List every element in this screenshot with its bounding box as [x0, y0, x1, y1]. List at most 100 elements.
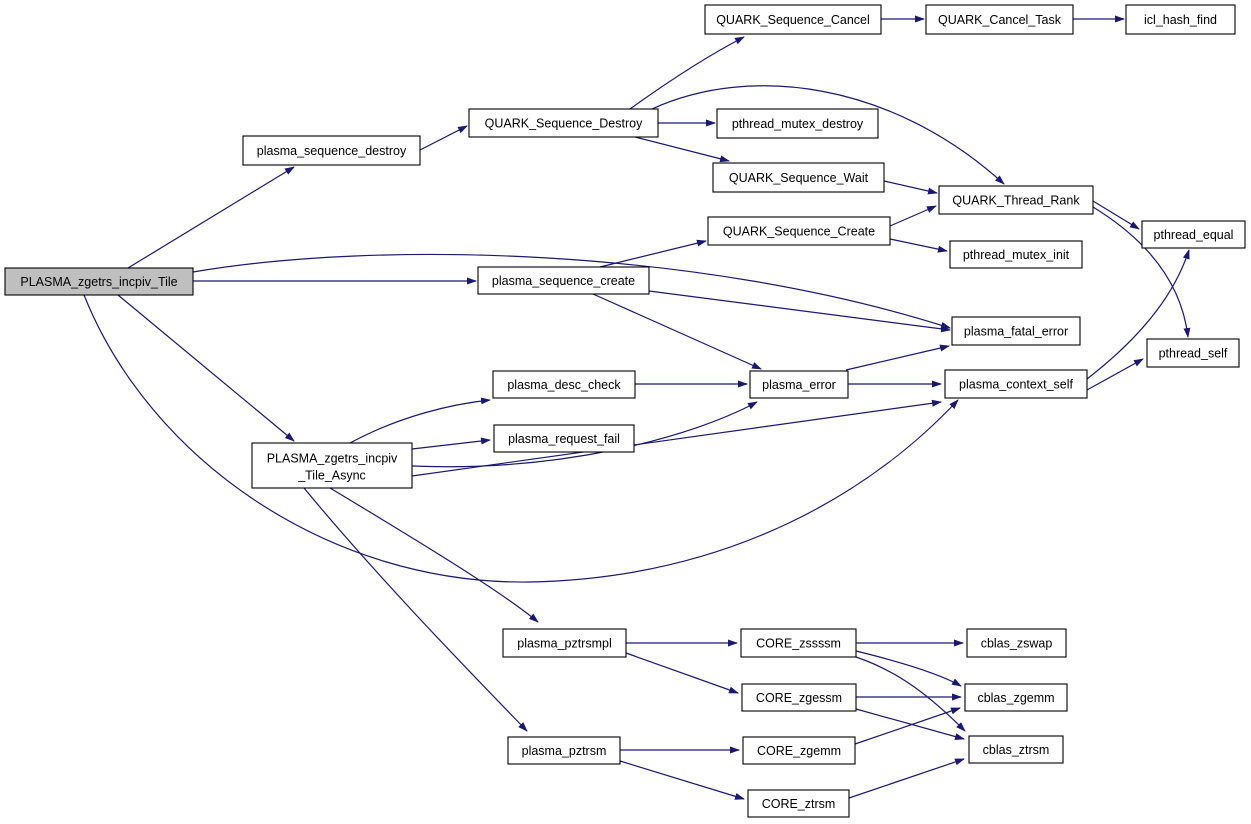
- node-label-cbztrsm: cblas_ztrsm: [983, 743, 1050, 757]
- node-czt[interactable]: CORE_ztrsm: [747, 789, 850, 818]
- node-label-cbzgemm: cblas_zgemm: [977, 691, 1054, 705]
- node-ihf[interactable]: icl_hash_find: [1125, 4, 1236, 35]
- node-psd[interactable]: plasma_sequence_destroy: [242, 135, 421, 166]
- node-label-qscr: QUARK_Sequence_Create: [723, 225, 875, 239]
- node-box-pmd[interactable]: [716, 108, 879, 139]
- edge-pcs-to-pse: [1086, 358, 1144, 391]
- node-box-cbzgemm[interactable]: [964, 683, 1068, 712]
- node-label-pdc: plasma_desc_check: [507, 378, 621, 392]
- node-pmi[interactable]: pthread_mutex_init: [949, 240, 1083, 269]
- edge-psc-to-qscr: [599, 239, 707, 268]
- node-box-pcs[interactable]: [944, 369, 1088, 399]
- edge-pcs-to-peq: [1086, 249, 1190, 380]
- edge-root-to-pcs: [83, 294, 959, 583]
- node-box-pmi[interactable]: [949, 240, 1083, 269]
- node-pfe[interactable]: plasma_fatal_error: [951, 316, 1081, 346]
- edge-pzl-to-czg: [625, 652, 739, 694]
- node-label-prf: plasma_request_fail: [508, 432, 620, 446]
- node-psc[interactable]: plasma_sequence_create: [477, 266, 650, 295]
- node-label-pzl: plasma_pztrsmpl: [517, 637, 611, 651]
- node-qsd[interactable]: QUARK_Sequence_Destroy: [468, 108, 659, 138]
- node-label-pcs: plasma_context_self: [959, 378, 1073, 392]
- node-async[interactable]: PLASMA_zgetrs_incpiv_Tile_Async: [251, 442, 413, 489]
- node-box-psd[interactable]: [242, 135, 421, 166]
- node-box-pfe[interactable]: [951, 316, 1081, 346]
- node-per[interactable]: plasma_error: [749, 370, 849, 399]
- node-label-qsc: QUARK_Sequence_Cancel: [716, 13, 870, 27]
- node-label-pzt: plasma_pztrsm: [522, 744, 607, 758]
- edge-psc-to-per: [592, 293, 762, 370]
- edge-qsd-to-qsc: [629, 36, 745, 110]
- node-box-async[interactable]: [251, 442, 413, 489]
- edge-async-to-pcs: [411, 399, 942, 477]
- node-label-peq: pthread_equal: [1154, 228, 1234, 242]
- node-box-ihf[interactable]: [1125, 4, 1236, 35]
- node-qct[interactable]: QUARK_Cancel_Task: [925, 4, 1074, 35]
- node-box-per[interactable]: [749, 370, 849, 399]
- node-pse[interactable]: pthread_self: [1146, 338, 1240, 368]
- edge-qscr-to-pmi: [889, 238, 948, 253]
- node-label-qsw: QUARK_Sequence_Wait: [729, 171, 869, 185]
- node-label-root: PLASMA_zgetrs_incpiv_Tile: [20, 275, 177, 289]
- node-root: PLASMA_zgetrs_incpiv_Tile: [4, 267, 194, 296]
- node-pcs[interactable]: plasma_context_self: [944, 369, 1088, 399]
- node-qsc[interactable]: QUARK_Sequence_Cancel: [704, 4, 882, 35]
- node-box-psc[interactable]: [477, 266, 650, 295]
- node-czgemm[interactable]: CORE_zgemm: [742, 736, 856, 765]
- node-box-pse[interactable]: [1146, 338, 1240, 368]
- node-qsw[interactable]: QUARK_Sequence_Wait: [712, 162, 885, 193]
- node-box-pdc[interactable]: [492, 370, 636, 399]
- edge-root-to-psd: [127, 166, 295, 269]
- node-box-prf[interactable]: [493, 424, 635, 453]
- node-box-cbztrsm[interactable]: [968, 735, 1064, 764]
- edge-async-to-pdc: [349, 397, 491, 444]
- node-box-czs[interactable]: [740, 628, 857, 658]
- node-box-qsc[interactable]: [704, 4, 882, 35]
- node-box-czgemm[interactable]: [742, 736, 856, 765]
- node-pzt[interactable]: plasma_pztrsm: [507, 736, 621, 765]
- node-czg[interactable]: CORE_zgessm: [741, 683, 857, 712]
- node-box-qsw[interactable]: [712, 162, 885, 193]
- node-box-cbzswap[interactable]: [966, 628, 1067, 658]
- node-pzl[interactable]: plasma_pztrsmpl: [502, 628, 627, 658]
- node-box-pzt[interactable]: [507, 736, 621, 765]
- edge-czs-to-cbzgemm: [855, 650, 962, 687]
- node-pmd[interactable]: pthread_mutex_destroy: [716, 108, 879, 139]
- node-box-qct[interactable]: [925, 4, 1074, 35]
- node-label-ihf: icl_hash_find: [1144, 13, 1217, 27]
- node-box-pzl[interactable]: [502, 628, 627, 658]
- node-cbztrsm[interactable]: cblas_ztrsm: [968, 735, 1064, 764]
- node-label-czt: CORE_ztrsm: [762, 797, 836, 811]
- edge-async-to-pzl: [329, 487, 539, 623]
- edge-pzt-to-czt: [619, 760, 745, 800]
- node-cbzswap[interactable]: cblas_zswap: [966, 628, 1067, 658]
- node-label-psd: plasma_sequence_destroy: [257, 144, 407, 158]
- node-cbzgemm[interactable]: cblas_zgemm: [964, 683, 1068, 712]
- node-qscr[interactable]: QUARK_Sequence_Create: [707, 216, 891, 246]
- node-label-pse: pthread_self: [1159, 347, 1228, 361]
- edge-qsd-to-qtr: [651, 85, 1005, 185]
- node-label-czg: CORE_zgessm: [756, 691, 842, 705]
- node-label-qsd: QUARK_Sequence_Destroy: [485, 117, 643, 131]
- node-box-czt[interactable]: [747, 789, 850, 818]
- node-box-qtr[interactable]: [938, 185, 1094, 215]
- edge-qsw-to-qtr: [883, 180, 938, 195]
- node-label-per: plasma_error: [762, 378, 836, 392]
- node-box-qscr[interactable]: [707, 216, 891, 246]
- edge-root-to-async: [117, 294, 295, 442]
- node-label-cbzswap: cblas_zswap: [981, 637, 1053, 651]
- node-label-pmi: pthread_mutex_init: [963, 248, 1070, 262]
- edge-async-to-pzt: [303, 487, 528, 732]
- node-peq[interactable]: pthread_equal: [1141, 220, 1246, 249]
- node-pdc[interactable]: plasma_desc_check: [492, 370, 636, 399]
- node-box-czg[interactable]: [741, 683, 857, 712]
- node-box-peq[interactable]: [1141, 220, 1246, 249]
- node-box-root: [4, 267, 194, 296]
- node-czs[interactable]: CORE_zssssm: [740, 628, 857, 658]
- edge-qtr-to-pse: [1092, 206, 1191, 338]
- edge-psd-to-qsd: [419, 125, 468, 151]
- node-box-qsd[interactable]: [468, 108, 659, 138]
- node-qtr[interactable]: QUARK_Thread_Rank: [938, 185, 1094, 215]
- node-prf[interactable]: plasma_request_fail: [493, 424, 635, 453]
